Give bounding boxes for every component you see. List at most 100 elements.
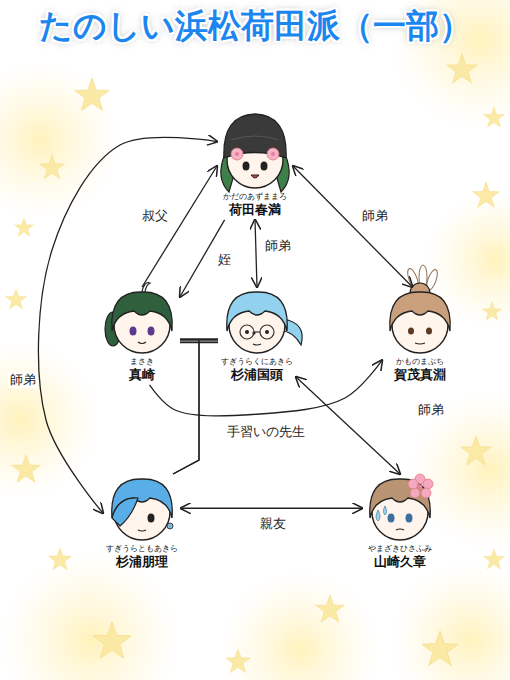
face-portrait-part <box>418 485 423 490</box>
face-portrait-part <box>384 506 387 515</box>
glow-spots-part <box>0 340 100 500</box>
glow-spots-part <box>0 60 120 220</box>
face-portrait-part <box>388 514 395 523</box>
relation-connector-group <box>173 341 218 474</box>
relation-arrow <box>173 341 218 474</box>
face-portrait-part <box>254 331 260 332</box>
relation-connector-group <box>142 166 217 287</box>
face-portrait-part-part <box>410 488 420 498</box>
stars-part <box>40 155 65 179</box>
stars <box>6 54 505 673</box>
stars-part <box>482 302 501 320</box>
relation-connector-group <box>173 341 199 474</box>
relation-label: 師弟 <box>8 372 38 388</box>
face-portrait-part <box>408 474 433 498</box>
furigana: かだのあずままろ <box>220 192 290 202</box>
furigana: すぎうらともあきら <box>106 544 178 554</box>
face-portrait <box>221 114 289 192</box>
relation-label: 叔父 <box>140 208 170 224</box>
glow-spots-part <box>220 570 380 680</box>
stars-part <box>93 622 131 658</box>
relation-arrow <box>181 508 362 509</box>
stars-part <box>484 549 505 569</box>
face-portrait <box>370 474 433 540</box>
face-portrait-part <box>231 136 279 140</box>
face-portrait-part <box>415 343 425 344</box>
face-portrait-part <box>260 325 274 339</box>
stars-part <box>316 595 345 622</box>
furigana: やまざきひさふみ <box>365 544 435 554</box>
relation-label: 師弟 <box>416 402 446 418</box>
face-portrait-part <box>406 514 413 523</box>
person-name: 真崎 <box>107 367 177 383</box>
person-name: 杉浦国頭 <box>221 367 293 383</box>
relation-connector-group <box>293 166 412 287</box>
relation-arrow <box>296 377 400 474</box>
relation-connector-group <box>38 137 217 513</box>
stars-part <box>14 218 33 236</box>
relation-label: 姪 <box>216 252 233 268</box>
furigana: まさき <box>107 357 177 367</box>
face-portrait-part <box>408 328 414 335</box>
stars-part <box>75 78 109 111</box>
relation-label: 師弟 <box>360 208 390 224</box>
relation-label: 師弟 <box>263 238 293 254</box>
relation-connector-group <box>255 220 257 287</box>
face-portrait-part <box>138 530 146 531</box>
face-portrait-part <box>376 510 380 521</box>
stars-part <box>484 107 505 127</box>
face-portrait-part <box>112 292 173 331</box>
stars-part <box>226 649 251 673</box>
face-portrait <box>105 283 172 353</box>
relation-arrow <box>38 137 217 513</box>
face-portrait <box>390 265 451 353</box>
face-portrait-part <box>271 152 275 156</box>
face-portrait-part <box>396 529 404 530</box>
character-node: やまざきひさふみ山崎久章 <box>362 474 438 572</box>
face-portrait-part <box>251 175 259 178</box>
stars-part <box>12 455 41 482</box>
person-name: 荷田春満 <box>220 202 290 218</box>
face-portrait-part <box>130 327 137 336</box>
relation-label: 手習いの先生 <box>225 424 307 440</box>
relation-arrow <box>293 166 412 287</box>
face-portrait-part <box>245 330 249 334</box>
relation-arrow <box>150 360 382 416</box>
relation-connector-group <box>181 508 362 509</box>
face-portrait-part <box>240 325 254 339</box>
relation-connector-group <box>150 360 382 416</box>
face-portrait-part <box>138 342 146 344</box>
stars-part <box>473 182 500 207</box>
character-node: かものまぶち賀茂真淵 <box>382 287 458 385</box>
face-portrait-part <box>265 330 269 334</box>
character-node: かだのあずままろ荷田春満 <box>217 122 293 220</box>
stars-part <box>461 436 491 465</box>
character-node: まさき真崎 <box>104 287 180 385</box>
face-portrait <box>112 479 173 540</box>
character-node: すぎうらくにあきら杉浦国頭 <box>218 287 296 385</box>
relation-arrow <box>142 166 217 287</box>
furigana: すぎうらくにあきら <box>221 357 293 367</box>
face-portrait-part <box>231 148 243 160</box>
face-portrait-part <box>390 292 451 331</box>
face-portrait-part-part <box>421 488 431 498</box>
face-portrait-part <box>112 498 138 526</box>
person-name: 賀茂真淵 <box>385 367 455 383</box>
face-portrait-part <box>235 152 239 156</box>
face-portrait-part <box>148 327 155 336</box>
relation-arrow <box>173 341 199 474</box>
face-portrait-part-part <box>408 479 418 489</box>
relation-label: 親友 <box>258 516 288 532</box>
diagram-title: たのしい浜松荷田派（一部） <box>0 4 510 49</box>
face-portrait-part <box>227 292 288 331</box>
face-portrait-part <box>261 162 268 171</box>
face-portrait-part <box>267 148 279 160</box>
person-name: 杉浦朋理 <box>106 554 178 570</box>
character-node: すぎうらともあきら杉浦朋理 <box>103 474 181 572</box>
relation-connector-group <box>296 377 400 474</box>
face-portrait-part <box>148 514 155 523</box>
